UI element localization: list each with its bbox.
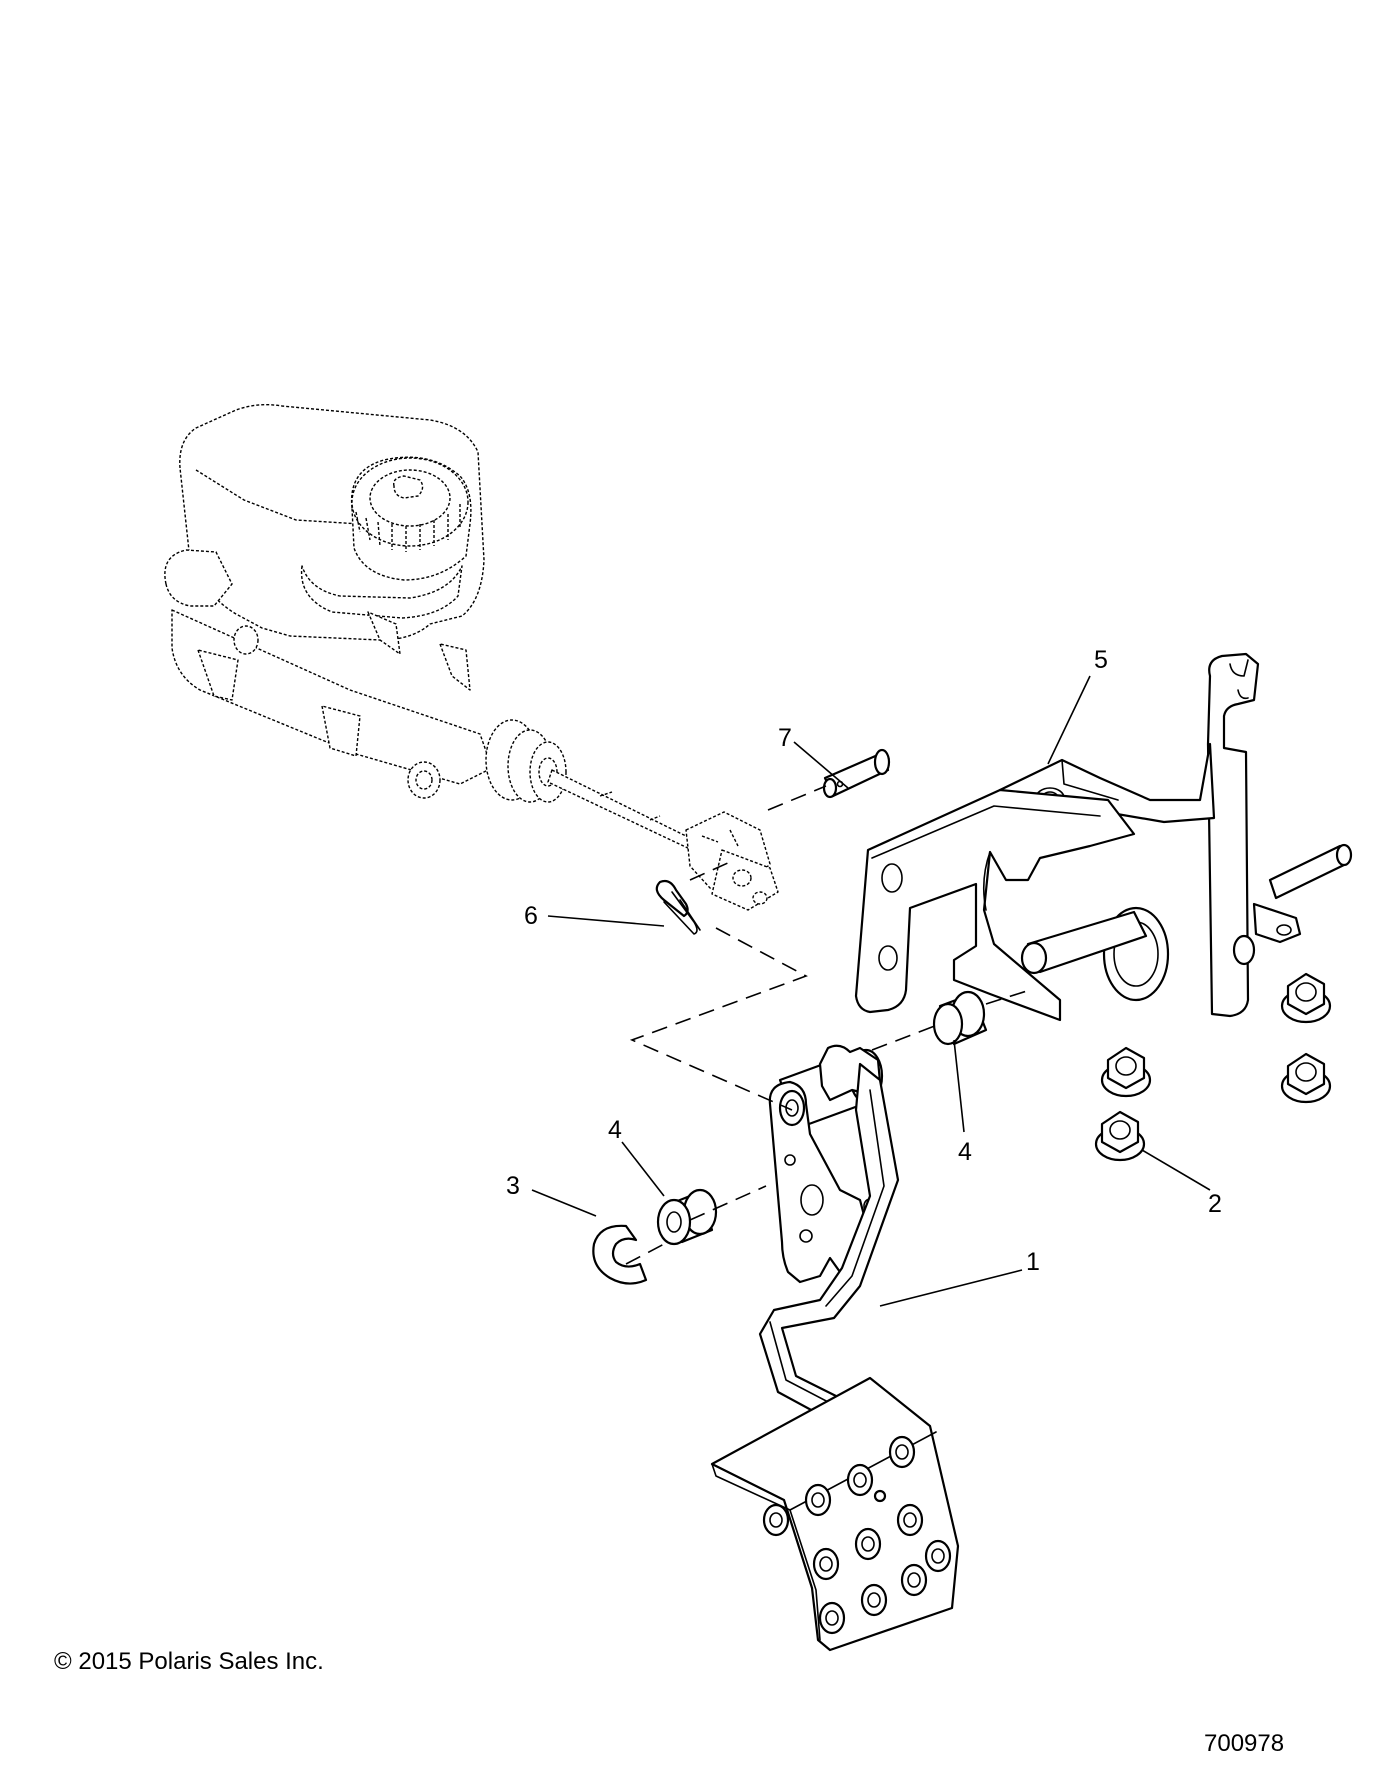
hairpin-clip [655,879,701,935]
pedal-bracket [854,652,1353,1022]
callout-number: 1 [1026,1248,1040,1276]
bushing-left [656,1188,718,1246]
flange-nut [1094,1110,1146,1162]
callout-pedal-bracket: 5 [1047,646,1108,765]
flange-nut [1100,1046,1152,1098]
foot-pad-holes [762,1435,952,1635]
clevis-pin [822,748,891,799]
flange-nut [1280,972,1332,1024]
callout-number: 4 [958,1138,972,1166]
assembly-lines [625,785,1031,1265]
callout-number: 5 [1094,646,1108,674]
callout-number: 4 [608,1116,622,1144]
e-clip [592,1224,648,1285]
callout-number: 6 [524,902,538,930]
callout-clevis-pin: 7 [778,724,849,789]
callout-bushing-right: 4 [953,1039,972,1166]
flange-nuts [1094,972,1332,1162]
bushing-right [932,990,988,1046]
copyright-notice: © 2015 Polaris Sales Inc. [54,1648,324,1675]
callout-hairpin-clip: 6 [524,902,665,930]
callout-bushing-left: 4 [608,1116,665,1197]
callout-pedal-arm: 1 [879,1248,1040,1307]
callout-e-clip: 3 [506,1172,597,1217]
master-cylinder-reference [164,403,779,911]
callout-number: 2 [1208,1190,1222,1218]
figure-number: 700978 [1204,1730,1285,1757]
callout-number: 3 [506,1172,520,1200]
flange-nut [1280,1052,1332,1104]
pedal-arm [710,1044,960,1652]
callout-flange-nuts: 2 [1141,1149,1222,1218]
callout-number: 7 [778,724,792,752]
